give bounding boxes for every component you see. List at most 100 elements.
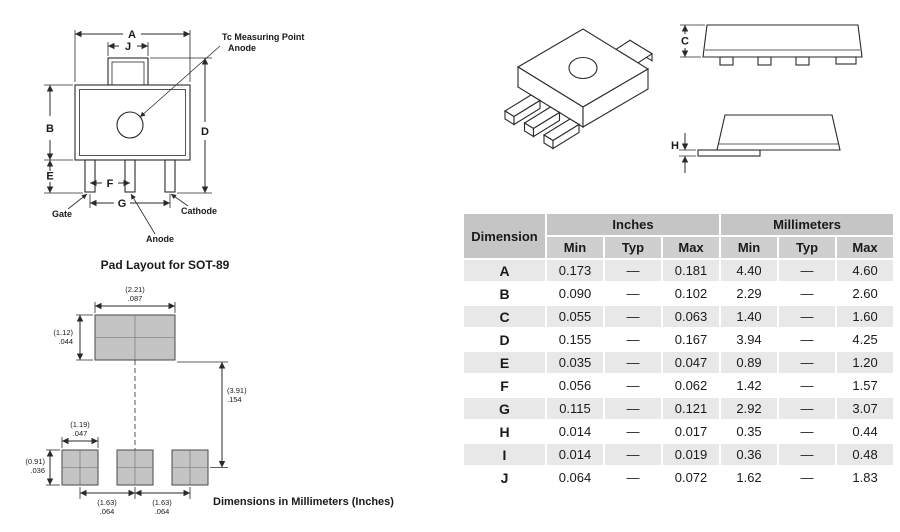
package-tab — [107, 57, 149, 86]
dimension-value: 0.102 — [660, 281, 722, 306]
package-side-views: C H — [671, 24, 863, 173]
pitch-left-mm: (1.63) — [97, 498, 117, 507]
side-view-long — [702, 24, 863, 66]
dimension-value: — — [603, 396, 663, 421]
package-front-view-drawing: A J B E D F G — [44, 29, 304, 244]
cathode-label: Cathode — [181, 206, 217, 216]
iso-lead3-front — [552, 123, 580, 150]
dimension-value: 0.017 — [660, 419, 722, 444]
dimension-value: 4.25 — [835, 327, 896, 352]
dim-small-pad-height: (0.91) .036 — [25, 449, 60, 486]
dimension-value: — — [777, 281, 838, 306]
dimension-value: 0.035 — [545, 350, 605, 375]
dim-h: H — [671, 133, 696, 173]
big-pad-width-in: .087 — [128, 294, 143, 303]
dimension-value: 0.014 — [545, 419, 605, 444]
dimension-value: 1.42 — [719, 373, 780, 398]
dim-c: C — [680, 24, 705, 58]
center-to-center-in: .154 — [227, 395, 242, 404]
leader-line-tc — [139, 45, 221, 118]
pad-layout-drawing: (2.21) .087 (1.12) .044 (1.19) .047 (0.9… — [25, 285, 247, 516]
table-group-header-row: Dimension Inches Millimeters — [462, 212, 896, 260]
dimension-value: — — [603, 327, 663, 352]
tc-anode-label: Anode — [228, 43, 256, 53]
dim-e: E — [44, 160, 83, 194]
annotation-anode: Anode — [130, 193, 174, 244]
dimension-value: 0.090 — [545, 281, 605, 306]
dimension-letter: J — [462, 465, 547, 490]
dimension-letter: I — [462, 442, 547, 467]
dimension-value: 2.29 — [719, 281, 780, 306]
dimension-letter: C — [462, 304, 547, 329]
leader-line-cathode — [170, 193, 189, 207]
dim-big-pad-width: (2.21) .087 — [94, 285, 176, 313]
lead-cathode — [164, 159, 176, 193]
dimension-value: 1.83 — [835, 465, 896, 490]
col-group-millimeters: Millimeters — [719, 212, 896, 237]
dim-j: J — [107, 41, 149, 56]
small-pad-height-mm: (0.91) — [25, 457, 45, 466]
pitch-right-in: .064 — [155, 507, 170, 516]
annotation-cathode: Cathode — [170, 193, 217, 216]
dimension-value: — — [603, 419, 663, 444]
dimension-value: — — [777, 396, 838, 421]
dimension-value: 0.115 — [545, 396, 605, 421]
dim-small-pad-width: (1.19) .047 — [61, 420, 99, 448]
lead-anode — [124, 159, 136, 193]
pitch-left-in: .064 — [100, 507, 115, 516]
dim-a: A — [74, 29, 191, 82]
dimension-value: — — [777, 258, 838, 283]
dimension-letter: B — [462, 281, 547, 306]
col-header-mm-min: Min — [719, 235, 780, 260]
dim-label-g: G — [118, 198, 127, 210]
dim-center-to-center: (3.91) .154 — [177, 361, 247, 468]
dimension-value: 1.40 — [719, 304, 780, 329]
dimension-value: 1.57 — [835, 373, 896, 398]
dimensions-footnote: Dimensions in Millimeters (Inches) — [213, 496, 394, 508]
dimension-letter: H — [462, 419, 547, 444]
side-lead1 — [719, 56, 734, 66]
dimension-value: 0.072 — [660, 465, 722, 490]
dimension-value: — — [777, 350, 838, 375]
dimension-value: — — [777, 373, 838, 398]
side-lead2 — [757, 56, 772, 66]
dimension-value: 4.40 — [719, 258, 780, 283]
anode-label: Anode — [146, 234, 174, 244]
dimension-letter: A — [462, 258, 547, 283]
dimension-value: 0.48 — [835, 442, 896, 467]
leader-line-anode — [130, 193, 156, 235]
dimension-value: — — [603, 258, 663, 283]
col-header-mm-typ: Typ — [777, 235, 838, 260]
dimension-value: 0.155 — [545, 327, 605, 352]
side-body-outline — [702, 24, 863, 58]
big-pad-width-mm: (2.21) — [125, 285, 145, 294]
table-sub-header-row: Min Typ Max Min Typ Max — [463, 235, 896, 260]
dimension-value: 0.055 — [545, 304, 605, 329]
col-header-in-max: Max — [660, 235, 722, 260]
dim-label-h: H — [671, 140, 679, 152]
dimension-value: — — [603, 373, 663, 398]
dim-label-c: C — [681, 36, 689, 48]
tc-measuring-point-circle — [116, 111, 144, 139]
col-header-mm-max: Max — [835, 235, 896, 260]
dimension-value: — — [777, 465, 838, 490]
dimension-value: 0.181 — [660, 258, 722, 283]
dimension-value: — — [603, 465, 663, 490]
dimension-value: 0.047 — [660, 350, 722, 375]
dimension-value: 1.20 — [835, 350, 896, 375]
dimension-value: — — [603, 304, 663, 329]
dimension-table-container: Dimension Inches Millimeters Min Typ Max… — [462, 212, 896, 490]
small-pads — [61, 449, 209, 486]
dimension-value: — — [777, 419, 838, 444]
iso-leads — [503, 94, 581, 150]
side-tab — [835, 56, 857, 65]
iso-right-face — [582, 68, 649, 128]
dimension-value: 0.063 — [660, 304, 722, 329]
